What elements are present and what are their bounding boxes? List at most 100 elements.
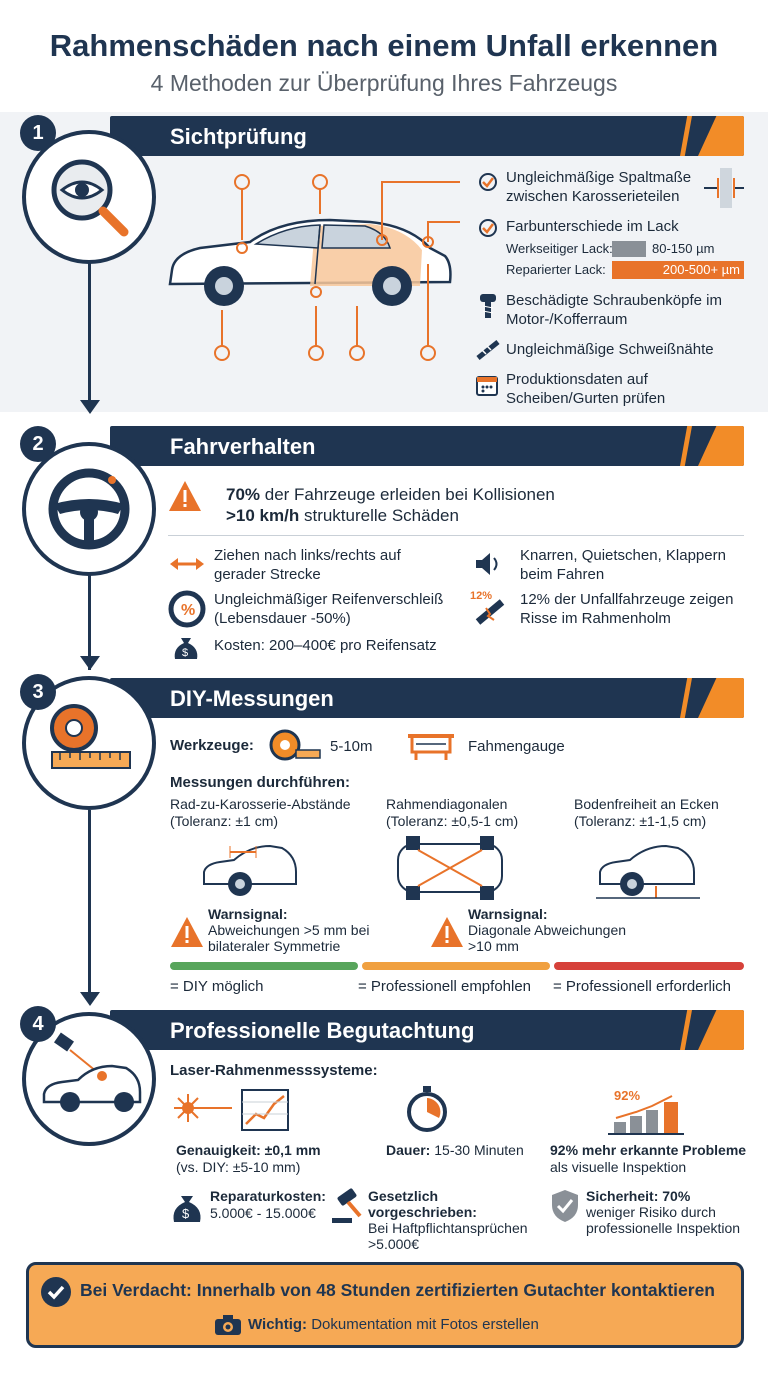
detection-compare: als visuelle Inspektion bbox=[550, 1159, 687, 1175]
legend-diy: = DIY möglich bbox=[170, 978, 264, 995]
timeline-arrow-1 bbox=[80, 400, 100, 414]
camera-icon bbox=[215, 1315, 241, 1335]
banner-stripe bbox=[680, 426, 692, 466]
banner-stripe bbox=[698, 1010, 744, 1050]
measure-1-tolerance: (Toleranz: ±1 cm) bbox=[170, 813, 279, 829]
frame-gauge-icon bbox=[408, 734, 454, 760]
footer-important-label: Wichtig: bbox=[248, 1316, 308, 1333]
section-2-title: Fahrverhalten bbox=[170, 434, 316, 459]
measure-3: Bodenfreiheit an Ecken (Toleranz: ±1-1,5… bbox=[574, 796, 744, 830]
warning-icon bbox=[170, 916, 204, 948]
shield-check-icon bbox=[552, 1190, 578, 1222]
measure-3-title: Bodenfreiheit an Ecken bbox=[574, 796, 719, 812]
legend-recommended: = Professionell empfohlen bbox=[358, 978, 532, 995]
screw-icon bbox=[480, 294, 496, 318]
section-1-icon-circle bbox=[22, 130, 156, 264]
svg-text:%: % bbox=[181, 602, 195, 619]
tape-measure-icon bbox=[50, 704, 131, 769]
money-bag-icon: $ bbox=[174, 638, 198, 659]
diagonal-frame-diagram bbox=[397, 836, 503, 900]
warning-icon bbox=[168, 480, 202, 514]
page-subtitle: 4 Methoden zur Überprüfung Ihres Fahrzeu… bbox=[150, 70, 618, 96]
timeline-line-1 bbox=[88, 200, 91, 410]
s1-item-paint: Farbunterschiede im Lack bbox=[506, 218, 679, 235]
laser-accuracy-icon bbox=[174, 1089, 289, 1131]
steering-wheel-icon bbox=[48, 468, 130, 550]
measure-2-title: Rahmendiagonalen bbox=[386, 796, 508, 812]
badge-12: 12% bbox=[470, 590, 493, 602]
svg-text:$: $ bbox=[182, 1206, 190, 1221]
accuracy-value: Genauigkeit: ±0,1 mm bbox=[176, 1142, 321, 1158]
section-1-number: 1 bbox=[20, 115, 56, 151]
banner-stripe bbox=[680, 678, 692, 718]
measure-1-title: Rad-zu-Karosserie-Abstände bbox=[170, 796, 351, 812]
money-bag-icon: $ bbox=[173, 1196, 201, 1222]
stat-percent: 70% bbox=[226, 485, 261, 504]
safety-value-2: professionelle Inspektion bbox=[586, 1220, 741, 1236]
cracked-beam-icon bbox=[475, 599, 505, 625]
warn-2-text: Diagonale Abweichungen >10 mm bbox=[468, 922, 627, 954]
factory-paint-label: Werkseitiger Lack: bbox=[506, 241, 613, 256]
s2-item-cracks: 12% der Unfallfahrzeuge zeigen Risse im … bbox=[520, 591, 734, 627]
section-4-banner: Professionelle Begutachtung bbox=[110, 1010, 744, 1050]
gap-measure-icon bbox=[704, 168, 744, 208]
stopwatch-icon bbox=[407, 1086, 447, 1132]
s1-item-screws: Beschädigte Schraubenköpfe im Motor-/Kof… bbox=[506, 292, 722, 328]
divider bbox=[168, 535, 744, 536]
section-4-title: Professionelle Begutachtung bbox=[170, 1018, 475, 1043]
wheel-gap-diagram bbox=[203, 844, 297, 896]
tape-measure-tool-icon bbox=[269, 729, 321, 761]
stat-speed: >10 km/h bbox=[226, 506, 300, 525]
ground-clearance-diagram bbox=[596, 844, 700, 899]
legend-bar-red bbox=[554, 962, 744, 970]
legend-bar-orange bbox=[362, 962, 550, 970]
safety-value-1: weniger Risiko durch bbox=[586, 1204, 716, 1220]
timeline-arrow-3 bbox=[80, 992, 100, 1006]
page-title: Rahmenschäden nach einem Unfall erkennen bbox=[49, 28, 719, 63]
repair-cost-label: Reparaturkosten: bbox=[210, 1188, 326, 1204]
repaired-paint-bar: 200-500+ µm bbox=[612, 261, 744, 279]
check-icon bbox=[479, 219, 497, 237]
bar-growth-icon bbox=[608, 1095, 684, 1135]
duration-label: Dauer: bbox=[386, 1142, 431, 1158]
factory-paint-value: 80-150 µm bbox=[652, 241, 715, 256]
banner-stripe bbox=[698, 116, 744, 156]
stat-text-2: strukturelle Schäden bbox=[299, 506, 459, 525]
banner-stripe bbox=[680, 1010, 692, 1050]
section-1-title: Sichtprüfung bbox=[170, 124, 307, 149]
warn-2-title: Warnsignal: bbox=[468, 906, 548, 922]
check-icon bbox=[479, 173, 497, 191]
s2-item-cost: Kosten: 200–400€ pro Reifensatz bbox=[214, 637, 437, 654]
repair-cost-value: 5.000€ - 15.000€ bbox=[210, 1205, 316, 1221]
double-arrow-icon bbox=[170, 558, 204, 570]
measure-1: Rad-zu-Karosserie-Abstände (Toleranz: ±1… bbox=[170, 796, 370, 830]
tire-icon: % bbox=[168, 590, 206, 628]
car-diagram bbox=[168, 174, 460, 361]
s1-item-welds: Ungleichmäßige Schweißnähte bbox=[506, 341, 714, 358]
legal-value-2: >5.000€ bbox=[368, 1236, 419, 1252]
measure-2: Rahmendiagonalen (Toleranz: ±0,5-1 cm) bbox=[386, 796, 566, 830]
section-4-number: 4 bbox=[20, 1006, 56, 1042]
duration-value: 15-30 Minuten bbox=[430, 1142, 524, 1158]
measure-label: Messungen durchführen: bbox=[170, 774, 351, 791]
banner-stripe bbox=[680, 116, 692, 156]
warning-icon bbox=[430, 916, 464, 948]
footer-important-text: Dokumentation mit Fotos erstellen bbox=[307, 1316, 539, 1333]
laser-label: Laser-Rahmenmesssysteme: bbox=[170, 1062, 378, 1079]
measure-2-tolerance: (Toleranz: ±0,5-1 cm) bbox=[386, 813, 519, 829]
s1-item-gap: Ungleichmäßige Spaltmaße zwischen Kaross… bbox=[506, 169, 692, 205]
warn-1-title: Warnsignal: bbox=[208, 906, 288, 922]
s2-item-tires: Ungleichmäßiger Reifenverschleiß (Lebens… bbox=[214, 591, 444, 627]
footer-main: Bei Verdacht: Innerhalb von 48 Stunden z… bbox=[80, 1280, 715, 1300]
gavel-icon bbox=[332, 1188, 362, 1223]
measure-3-tolerance: (Toleranz: ±1-1,5 cm) bbox=[574, 813, 707, 829]
repaired-paint-label: Reparierter Lack: bbox=[506, 262, 606, 277]
section-1-banner: Sichtprüfung bbox=[110, 116, 744, 156]
tools-label: Werkzeuge: bbox=[170, 737, 254, 754]
check-circle-icon bbox=[41, 1277, 71, 1307]
legend-required: = Professionell erforderlich bbox=[553, 978, 732, 995]
section-2-icon-circle bbox=[22, 442, 156, 576]
factory-paint-bar bbox=[612, 241, 646, 257]
calendar-icon bbox=[476, 376, 498, 396]
laser-car-icon bbox=[42, 1032, 142, 1112]
